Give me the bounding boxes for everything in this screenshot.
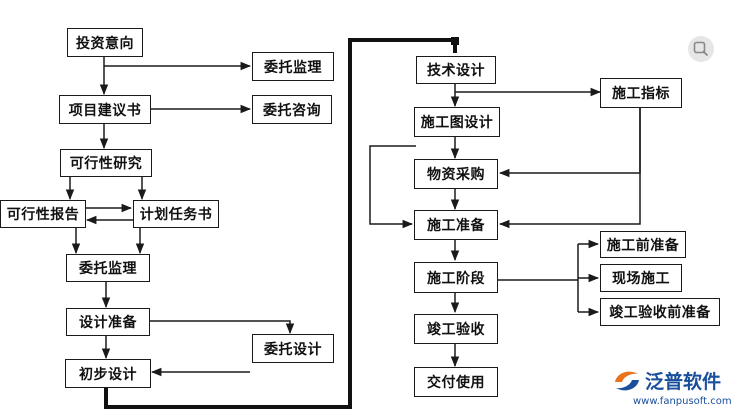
- edge-zhibiao-to-zhunbei: [498, 108, 641, 229]
- node-shigong-jieduan: 施工阶段: [414, 262, 498, 293]
- watermark-url: www.fanpusoft.com: [633, 396, 732, 407]
- node-jihua-renwushu: 计划任务书: [133, 200, 219, 228]
- node-jungong-yanshou-qian-zhunbei: 竣工验收前准备: [600, 298, 720, 326]
- node-weituo-zixun: 委托咨询: [252, 95, 332, 124]
- node-xianchang-shigong: 现场施工: [600, 264, 682, 292]
- edge-loop-to-zhunbei: [369, 145, 416, 229]
- connector-end-marker: [451, 37, 459, 45]
- node-shigong-zhunbei: 施工准备: [414, 210, 498, 240]
- node-chubu-sheji: 初步设计: [65, 359, 151, 388]
- node-sheji-zhunbei: 设计准备: [66, 308, 150, 336]
- node-weituo-jianli-2: 委托监理: [66, 254, 150, 282]
- node-jiaofu-shiyong: 交付使用: [414, 367, 498, 397]
- fanpu-logo-icon: [615, 371, 639, 391]
- node-shigongtu-sheji: 施工图设计: [414, 107, 500, 137]
- watermark-brand: 泛普软件: [645, 371, 722, 393]
- zoom-button[interactable]: [688, 36, 714, 62]
- node-jishu-sheji: 技术设计: [416, 56, 496, 84]
- node-shigong-qian-zhunbei: 施工前准备: [600, 231, 686, 258]
- node-xiangmu-jianyishu: 项目建议书: [59, 95, 151, 124]
- node-kexingxing-yanjiu: 可行性研究: [60, 149, 152, 177]
- zoom-icon: [693, 41, 709, 57]
- edge-zhibiao-to-wuzi: [498, 108, 641, 178]
- node-wuzi-caigou: 物资采购: [414, 159, 498, 189]
- node-touzi-yixiang: 投资意向: [67, 28, 143, 57]
- node-weituo-sheji: 委托设计: [252, 334, 334, 363]
- node-kexingxing-baogao: 可行性报告: [0, 200, 86, 228]
- node-shigong-zhibiao: 施工指标: [600, 78, 682, 108]
- node-jungong-yanshou: 竣工验收: [414, 314, 498, 344]
- node-weituo-jianli-1: 委托监理: [252, 52, 334, 81]
- edge-shejizhunbei-to-weituosheji: [150, 320, 295, 335]
